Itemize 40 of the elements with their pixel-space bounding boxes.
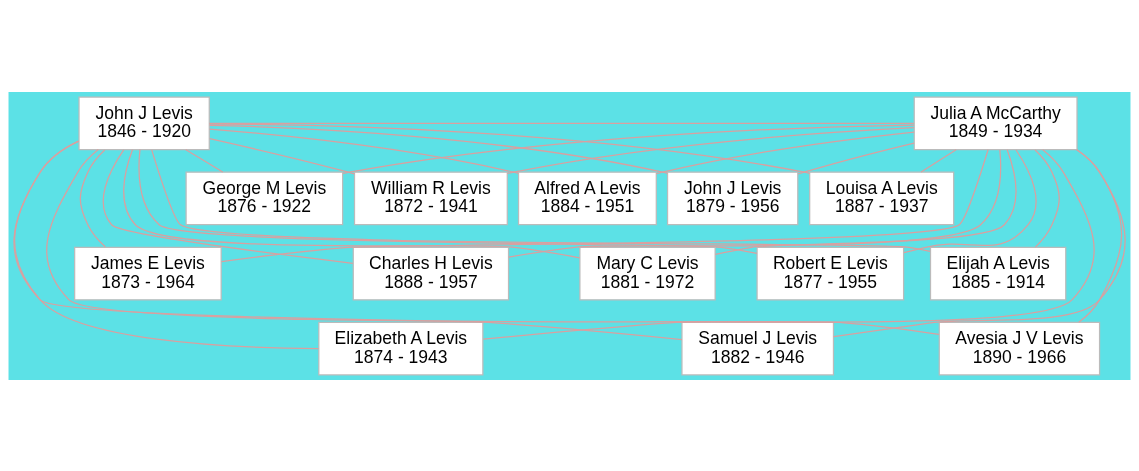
connector [138,148,758,254]
connector [220,148,989,262]
connector [1034,148,1060,248]
node-box: John J Levis 1879 - 1956 [666,171,799,225]
connector [714,148,1017,255]
connector [920,148,957,173]
node-box: Alfred A Levis 1884 - 1951 [517,171,657,225]
connector [208,123,811,174]
connector [79,148,106,247]
connector [208,127,519,174]
node-box: James E Levis 1873 - 1964 [74,246,222,300]
connector [151,148,931,252]
node-box: Charles H Levis 1888 - 1957 [352,246,510,300]
connector [903,148,1037,253]
connector [1076,148,1123,323]
connector [123,148,581,258]
node-box: George M Levis 1876 - 1922 [185,171,344,225]
node-box: Avesia J V Levis 1890 - 1966 [938,321,1101,376]
node-box: John J Levis 1846 - 1920 [78,95,210,150]
connector [342,123,915,174]
connector [13,140,683,340]
connector [508,148,1002,258]
node-box: William R Levis 1872 - 1941 [353,171,508,225]
connector [46,148,940,335]
connector [482,148,1095,340]
connector [209,137,356,174]
connector [506,126,915,174]
connector [185,148,224,173]
node-box: Julia A McCarthy 1849 - 1934 [913,95,1078,150]
connector [833,148,1126,337]
connector [102,148,354,264]
node-box: Robert E Levis 1877 - 1955 [756,246,905,300]
node-box: Louisa A Levis 1887 - 1937 [809,171,955,225]
connector [655,130,915,174]
node-box: Mary C Levis 1881 - 1972 [579,246,716,300]
node-box: Elijah A Levis 1885 - 1914 [929,246,1067,300]
connector [209,124,669,174]
node-box: Samuel J Levis 1882 - 1946 [681,321,835,376]
node-box: Elizabeth A Levis 1874 - 1943 [318,321,484,376]
connector [797,141,915,175]
